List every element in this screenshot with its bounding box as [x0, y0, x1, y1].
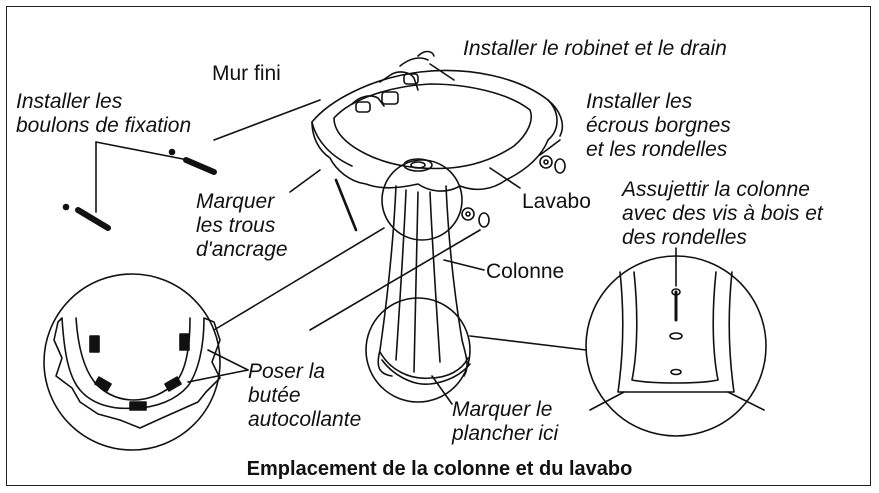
label-installer-ecrous-line2: écrous borgnes	[586, 114, 731, 137]
label-marquer-plancher-line2: plancher ici	[452, 422, 559, 445]
label-assujettir-line2: avec des vis à bois et	[622, 202, 823, 225]
label-assujettir-line3: des rondelles	[622, 226, 747, 249]
label-installer-boulons-line1: Installer les	[16, 90, 123, 113]
label-marquer-trous-line2: les trous	[196, 214, 276, 237]
label-mur-fini: Mur fini	[212, 62, 281, 85]
detail-circle-left	[43, 227, 385, 451]
label-lavabo: Lavabo	[522, 190, 591, 213]
leader-lines	[95, 63, 677, 405]
label-poser-butee: Poser la butée autocollante	[248, 360, 361, 432]
label-marquer-trous: Marquer les trous d'ancrage	[196, 190, 288, 262]
label-installer-ecrous-line3: et les rondelles	[586, 138, 728, 161]
label-installer-ecrous-line1: Installer les	[586, 90, 693, 113]
label-assujettir-line1: Assujettir la colonne	[622, 178, 810, 201]
leader-base-to-right	[469, 335, 587, 351]
label-colonne: Colonne	[486, 260, 565, 283]
label-installer-ecrous: Installer les écrous borgnes et les rond…	[586, 90, 731, 162]
label-installer-boulons-line2: boulons de fixation	[16, 114, 192, 137]
detail-circle-top	[381, 159, 463, 241]
label-marquer-trous-line1: Marquer	[196, 190, 275, 213]
label-installer-boulons: Installer les boulons de fixation	[16, 90, 191, 138]
label-marquer-plancher: Marquer le plancher ici	[452, 398, 558, 446]
detail-circle-base	[365, 297, 471, 403]
detail-circle-right	[585, 255, 767, 437]
pedestal-column	[377, 185, 471, 385]
hardware	[62, 148, 566, 232]
label-assujettir: Assujettir la colonne avec des vis à boi…	[622, 178, 823, 250]
label-poser-butee-line2: butée	[248, 384, 301, 407]
label-marquer-trous-line3: d'ancrage	[196, 238, 288, 261]
label-marquer-plancher-line1: Marquer le	[452, 398, 553, 421]
label-poser-butee-line1: Poser la	[248, 360, 326, 383]
label-poser-butee-line3: autocollante	[248, 408, 362, 431]
sink-basin	[311, 50, 564, 192]
label-installer-robinet: Installer le robinet et le drain	[463, 37, 727, 60]
diagram-caption: Emplacement de la colonne et du lavabo	[246, 458, 633, 480]
wall-lines	[213, 99, 481, 331]
